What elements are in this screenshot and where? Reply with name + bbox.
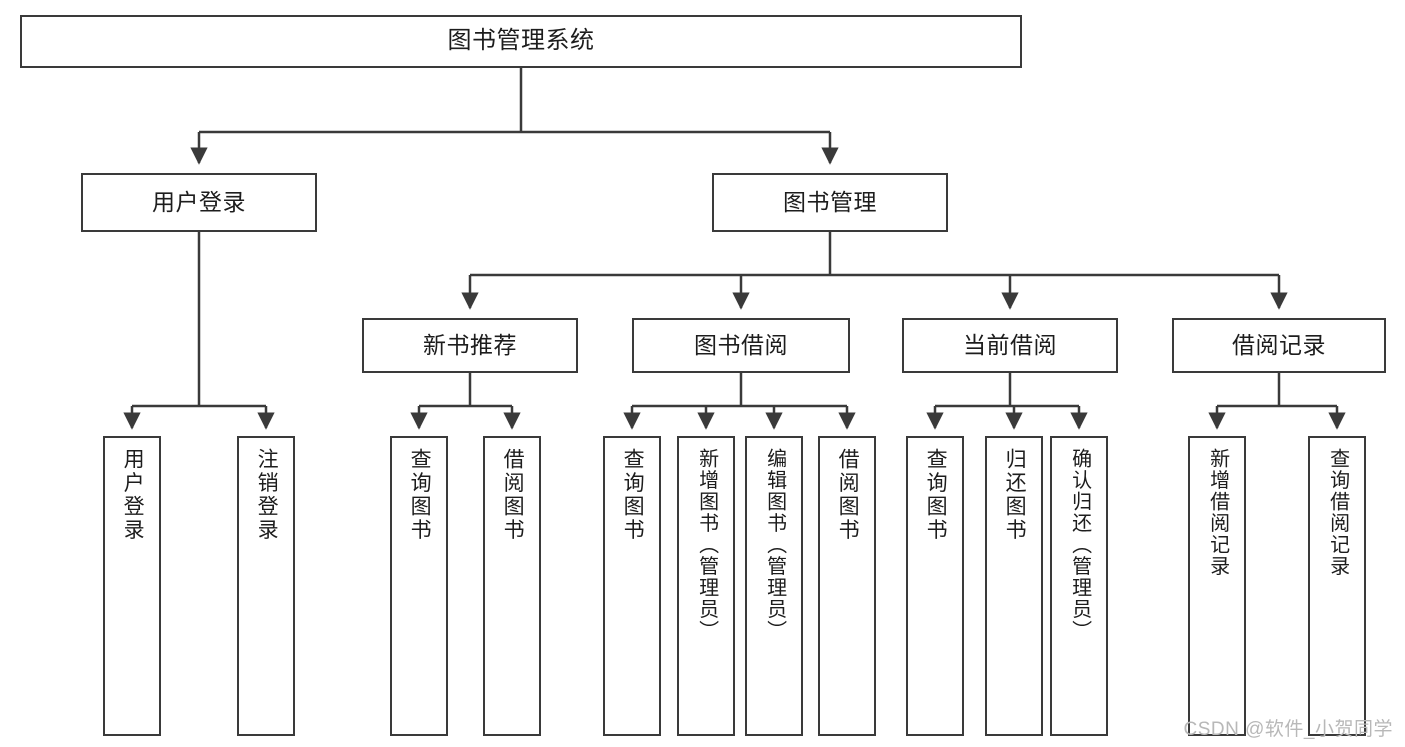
- node-label: 查询图书: [621, 448, 645, 542]
- leaf-user-login-logout[interactable]: 注销登录: [237, 436, 295, 736]
- leaf-new-book-borrow[interactable]: 借阅图书: [483, 436, 541, 736]
- node-book-management[interactable]: 图书管理: [712, 173, 948, 232]
- node-label: 新书推荐: [423, 331, 517, 358]
- node-user-login[interactable]: 用户登录: [81, 173, 317, 232]
- leaf-book-borrow-query[interactable]: 查询图书: [603, 436, 661, 736]
- node-label: 归还图书: [1003, 448, 1027, 542]
- node-label: 新增图书（管理员）: [695, 448, 718, 642]
- node-label: 用户登录: [152, 188, 246, 215]
- leaf-book-borrow-add[interactable]: 新增图书（管理员）: [677, 436, 735, 736]
- leaf-new-book-query[interactable]: 查询图书: [390, 436, 448, 736]
- leaf-book-borrow-edit[interactable]: 编辑图书（管理员）: [745, 436, 803, 736]
- leaf-current-borrow-confirm-return[interactable]: 确认归还（管理员）: [1050, 436, 1108, 736]
- node-root-system[interactable]: 图书管理系统: [20, 15, 1022, 68]
- leaf-book-borrow-borrow[interactable]: 借阅图书: [818, 436, 876, 736]
- node-label: 借阅图书: [501, 448, 525, 542]
- node-label: 借阅图书: [836, 448, 860, 542]
- node-label: 当前借阅: [963, 331, 1057, 358]
- node-new-book-recommend[interactable]: 新书推荐: [362, 318, 578, 373]
- leaf-current-borrow-return[interactable]: 归还图书: [985, 436, 1043, 736]
- node-label: 图书借阅: [694, 331, 788, 358]
- node-label: 查询图书: [408, 448, 432, 542]
- node-label: 借阅记录: [1232, 331, 1326, 358]
- node-label: 新增借阅记录: [1206, 448, 1229, 577]
- node-label: 图书管理系统: [447, 27, 595, 55]
- leaf-current-borrow-query[interactable]: 查询图书: [906, 436, 964, 736]
- node-book-borrow[interactable]: 图书借阅: [632, 318, 850, 373]
- node-label: 用户登录: [121, 448, 145, 542]
- node-label: 查询借阅记录: [1326, 448, 1349, 577]
- node-current-borrow[interactable]: 当前借阅: [902, 318, 1118, 373]
- node-borrow-record[interactable]: 借阅记录: [1172, 318, 1386, 373]
- node-label: 图书管理: [783, 188, 877, 215]
- leaf-borrow-record-query[interactable]: 查询借阅记录: [1308, 436, 1366, 736]
- leaf-user-login-login[interactable]: 用户登录: [103, 436, 161, 736]
- node-label: 确认归还（管理员）: [1068, 448, 1091, 642]
- csdn-watermark: CSDN @软件_小贺同学: [1183, 719, 1393, 740]
- leaf-borrow-record-add[interactable]: 新增借阅记录: [1188, 436, 1246, 736]
- node-label: 编辑图书（管理员）: [763, 448, 786, 642]
- node-label: 查询图书: [924, 448, 948, 542]
- node-label: 注销登录: [255, 448, 279, 542]
